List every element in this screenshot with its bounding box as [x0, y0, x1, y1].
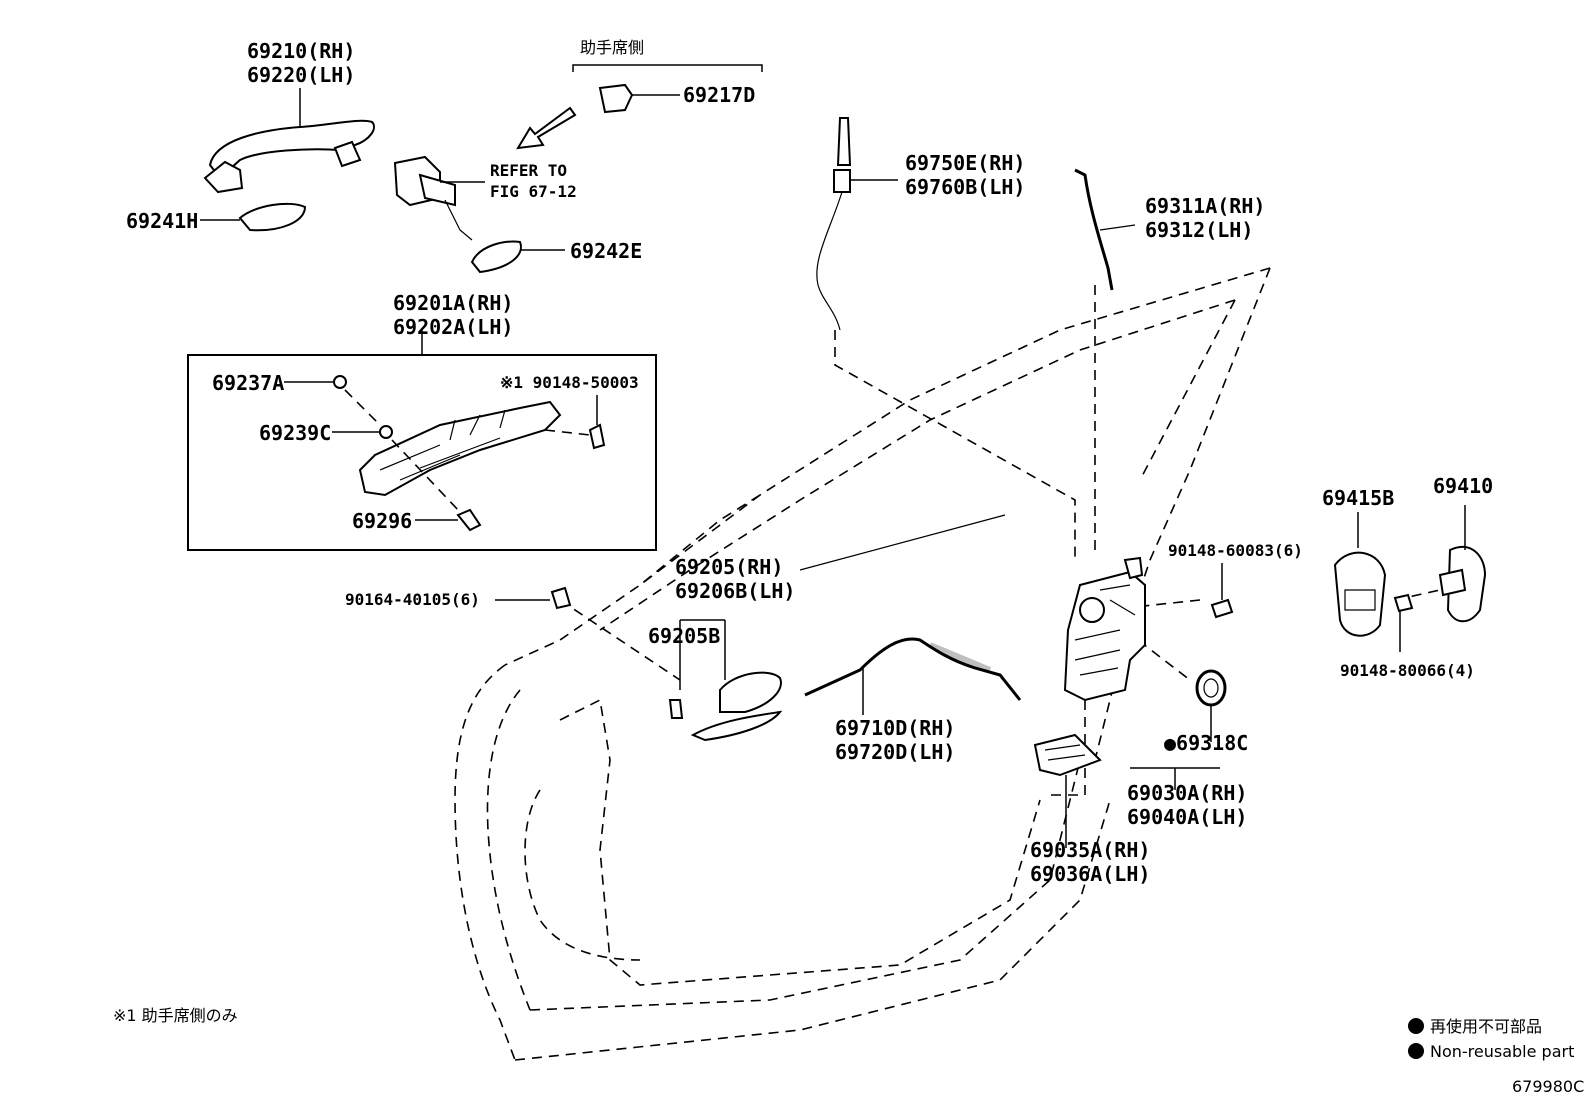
footnote: ※1 助手席側のみ: [113, 1006, 238, 1025]
handle-frame-box: [187, 330, 657, 551]
label-69210: 69210(RH): [247, 39, 355, 63]
inside-handle-part: [668, 619, 783, 742]
label-69710d: 69710D(RH): [835, 716, 955, 740]
label-passenger-side: 助手席側: [580, 38, 644, 57]
legend-ja: 再使用不可部品: [1430, 1017, 1542, 1036]
striker-part: [1438, 505, 1487, 623]
lock-rod-part: [1074, 168, 1136, 291]
label-69415b: 69415B: [1322, 486, 1394, 510]
label-69201a: 69201A(RH): [393, 291, 513, 315]
connection-lines: [559, 285, 1441, 796]
label-69040a: 69040A(LH): [1127, 805, 1247, 829]
label-69202a: 69202A(LH): [393, 315, 513, 339]
label-69410: 69410: [1433, 474, 1493, 498]
outside-handle-part: [203, 88, 375, 194]
label-69720d: 69720D(LH): [835, 740, 955, 764]
label-69760b: 69760B(LH): [905, 175, 1025, 199]
legend-en: Non-reusable part: [1430, 1042, 1574, 1061]
lock-bracket-part: [1033, 733, 1102, 848]
refer-arrow: [516, 106, 577, 150]
inside-handle-cable-part: [804, 637, 1022, 715]
door-lock-assembly-part: [1063, 556, 1146, 702]
label-69311a: 69311A(RH): [1145, 194, 1265, 218]
label-69312: 69312(LH): [1145, 218, 1253, 242]
label-refer-line2: FIG 67-12: [490, 182, 577, 201]
legend-bullet-en: [1408, 1043, 1424, 1059]
label-69239c: 69239C: [259, 421, 331, 445]
lock-cable-part: [816, 117, 898, 331]
handle-pad-part: [200, 202, 307, 232]
lock-cylinder-part: [393, 155, 485, 241]
label-69036a: 69036A(LH): [1030, 862, 1150, 886]
label-69241h: 69241H: [126, 209, 198, 233]
label-note-part: ※1 90148-50003: [500, 373, 639, 392]
legend-bullet-ja: [1408, 1018, 1424, 1034]
label-69035a: 69035A(RH): [1030, 838, 1150, 862]
label-69296: 69296: [352, 509, 412, 533]
label-69750e: 69750E(RH): [905, 151, 1025, 175]
label-90148-60083: 90148-60083(6): [1168, 541, 1303, 560]
label-69030a: 69030A(RH): [1127, 781, 1247, 805]
screw-90148-80066-part: [1393, 593, 1414, 652]
label-69217d: 69217D: [683, 83, 755, 107]
label-refer-line1: REFER TO: [490, 161, 567, 180]
passenger-side-bracket: [572, 64, 763, 72]
label-90148-80066: 90148-80066(4): [1340, 661, 1475, 680]
screw-90148-60083-part: [1210, 563, 1234, 619]
label-69318c: ●69318C: [1164, 731, 1248, 755]
cylinder-cover-part: [470, 240, 565, 274]
legend: 再使用不可部品 Non-reusable part: [1408, 1017, 1574, 1061]
cap-part: [598, 83, 680, 114]
label-69205: 69205(RH): [675, 555, 783, 579]
screw-90164-part: [495, 586, 572, 610]
label-69206b: 69206B(LH): [675, 579, 795, 603]
label-69237a: 69237A: [212, 371, 284, 395]
figure-code: 679980C: [1512, 1077, 1584, 1096]
label-69242e: 69242E: [570, 239, 642, 263]
striker-cover-part: [1333, 512, 1387, 637]
seal-ring-part: [1130, 669, 1227, 790]
label-69220: 69220(LH): [247, 63, 355, 87]
handle-frame-part: [284, 375, 606, 532]
label-69205b: 69205B: [648, 624, 720, 648]
label-90164: 90164-40105(6): [345, 590, 480, 609]
